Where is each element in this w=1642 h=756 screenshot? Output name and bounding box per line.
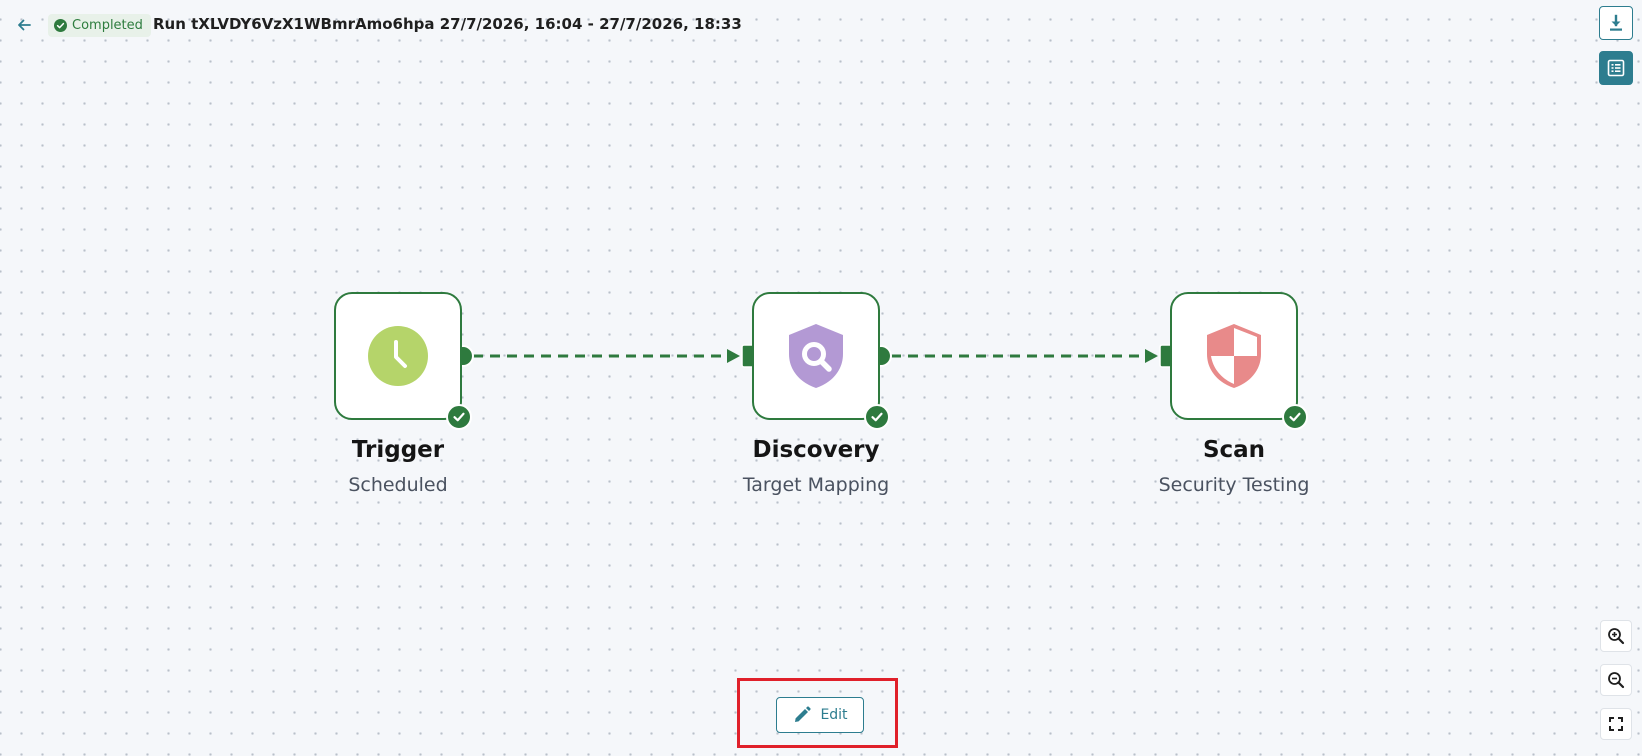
- pencil-icon: [795, 706, 812, 722]
- edit-highlight-box: [737, 678, 898, 748]
- node-title: Trigger: [351, 437, 445, 463]
- edit-button-label: Edit: [820, 707, 848, 723]
- fit-view-icon: [1609, 717, 1623, 731]
- workflow-node-trigger[interactable]: [334, 292, 472, 430]
- list-view-button[interactable]: [1599, 51, 1633, 85]
- shield-icon: [1207, 324, 1261, 388]
- workflow-node-discovery[interactable]: [752, 292, 890, 430]
- zoom-out-button[interactable]: [1600, 664, 1632, 696]
- zoom-in-button[interactable]: [1600, 620, 1632, 652]
- run-title: Run tXLVDY6VzX1WBmrAmo6hpa 27/7/2026, 16…: [153, 15, 742, 33]
- node-title: Scan: [1202, 437, 1266, 463]
- completed-check-icon: [446, 404, 472, 430]
- edit-button[interactable]: Edit: [776, 697, 864, 733]
- node-title: Discovery: [752, 437, 880, 463]
- edge-trigger-discovery: [473, 349, 740, 363]
- node-subtitle: Target Mapping: [742, 474, 890, 496]
- list-view-icon: [1607, 59, 1625, 77]
- zoom-in-icon: [1608, 628, 1625, 645]
- back-button[interactable]: [14, 15, 34, 35]
- workflow-node-scan[interactable]: [1170, 292, 1308, 430]
- fit-view-button[interactable]: [1600, 708, 1632, 740]
- edge-discovery-scan: [891, 349, 1158, 363]
- shield-search-icon: [789, 324, 843, 388]
- node-subtitle: Scheduled: [348, 474, 448, 496]
- check-circle-icon: [54, 19, 67, 32]
- download-icon: [1610, 14, 1622, 31]
- arrow-left-icon: [18, 19, 31, 31]
- download-button[interactable]: [1599, 6, 1633, 40]
- status-label: Completed: [72, 18, 143, 33]
- completed-check-icon: [864, 404, 890, 430]
- zoom-out-icon: [1608, 672, 1625, 689]
- clock-icon: [368, 326, 428, 386]
- completed-check-icon: [1282, 404, 1308, 430]
- node-subtitle: Security Testing: [1158, 474, 1310, 496]
- status-badge: Completed: [48, 14, 151, 37]
